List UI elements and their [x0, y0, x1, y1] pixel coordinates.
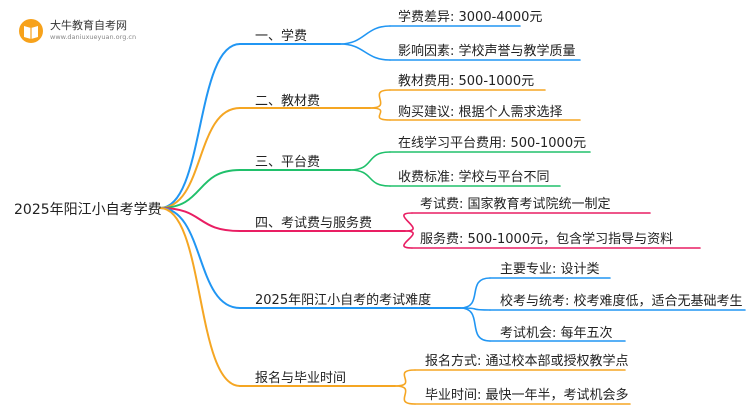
leaf-exam-type: 校考与统考: 校考难度低，适合无基础考生 [500, 294, 743, 309]
leaf-tuition-factors: 影响因素: 学校声誉与教学质量 [398, 44, 576, 59]
leaf-connector [394, 385, 416, 405]
branch-connector [159, 207, 241, 387]
branch-connector [159, 207, 241, 232]
leaf-textbook-advice: 购买建议: 根据个人需求选择 [398, 105, 563, 120]
leaf-connector [459, 277, 491, 309]
leaf-platform-cost: 在线学习平台费用: 500-1000元 [398, 136, 587, 151]
leaf-service-fee: 服务费: 500-1000元，包含学习指导与资料 [420, 232, 674, 247]
leaf-connector [403, 212, 414, 232]
branch-textbook: 二、教材费 [255, 94, 321, 109]
branch-connector [159, 207, 241, 309]
branch-connector [159, 169, 241, 209]
book-logo-icon [19, 19, 43, 43]
leaf-graduation: 毕业时间: 最快一年半，考试机会多 [425, 388, 629, 403]
leaf-registration: 报名方式: 通过校本部或授权教学点 [425, 354, 629, 369]
leaf-connector [394, 369, 416, 387]
leaf-connector [339, 25, 391, 45]
leaf-exam-chance: 考试机会: 每年五次 [500, 326, 613, 341]
leaf-connector [369, 89, 391, 109]
site-logo[interactable]: 大牛教育自考网 www.daniuxueyuan.org.cn [14, 14, 164, 50]
branch-platform: 三、平台费 [255, 155, 321, 170]
leaf-major: 主要专业: 设计类 [500, 262, 600, 277]
leaf-connector [349, 151, 391, 171]
branch-exam-service: 四、考试费与服务费 [255, 216, 373, 231]
leaf-connector [369, 107, 391, 121]
leaf-platform-standard: 收费标准: 学校与平台不同 [398, 170, 550, 185]
root-topic: 2025年阳江小自考学费 [14, 202, 162, 218]
branch-connector [159, 43, 241, 209]
leaf-exam-fee: 考试费: 国家教育考试院统一制定 [420, 197, 611, 212]
leaf-connector [349, 169, 391, 187]
leaf-connector [403, 230, 414, 249]
leaf-connector [339, 43, 391, 61]
leaf-textbook-cost: 教材费用: 500-1000元 [398, 74, 535, 89]
logo-url: www.daniuxueyuan.org.cn [50, 33, 137, 41]
leaf-tuition-range: 学费差异: 3000-4000元 [398, 10, 543, 25]
branch-registration-graduation: 报名与毕业时间 [255, 371, 347, 386]
logo-title: 大牛教育自考网 [50, 19, 127, 32]
branch-exam-difficulty: 2025年阳江小自考的考试难度 [255, 293, 432, 308]
branch-connector [159, 107, 241, 209]
leaf-connector [459, 307, 491, 342]
branch-tuition: 一、学费 [255, 29, 308, 44]
